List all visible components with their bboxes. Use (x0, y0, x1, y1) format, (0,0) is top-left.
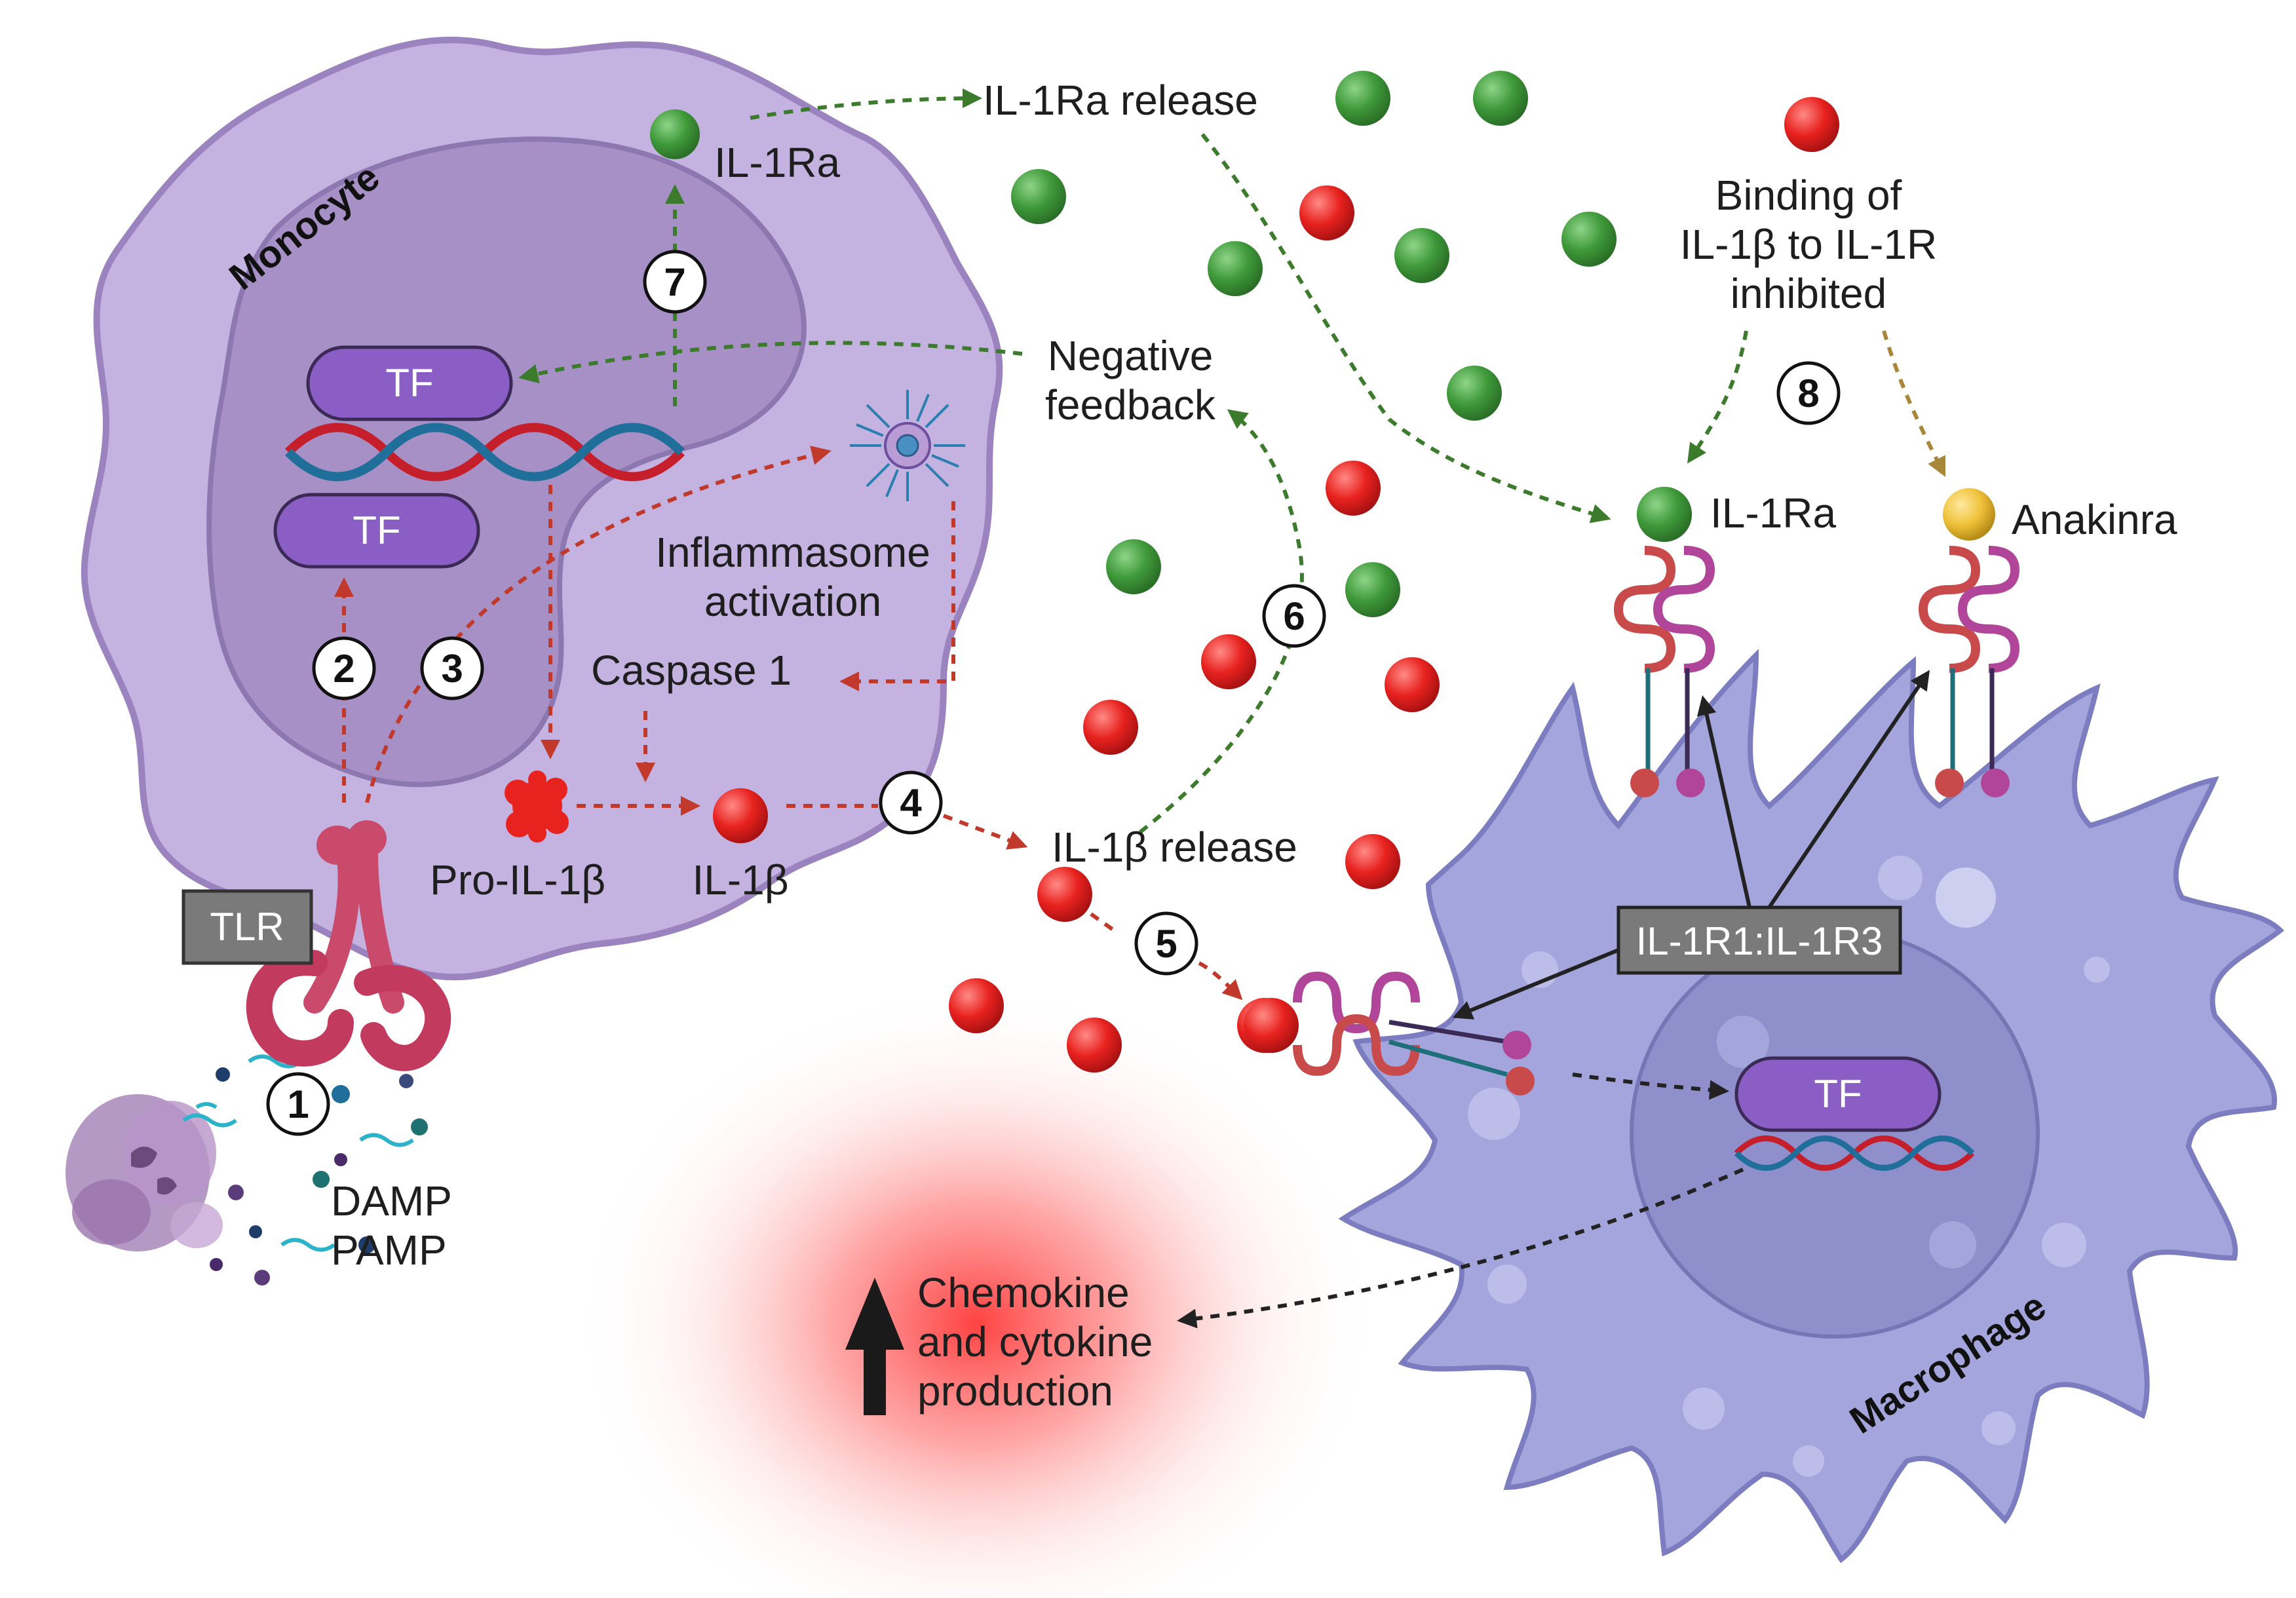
il1ra-release-label: IL-1Ra release (983, 77, 1258, 124)
receptor-il1b-bound-icon (1244, 971, 1535, 1095)
binding-label-3: inhibited (1731, 270, 1886, 317)
arrow-step8-gold (1882, 330, 1946, 478)
inflammasome-icon (850, 390, 965, 501)
step-marker-3: 3 (420, 636, 484, 700)
red-arrows (334, 446, 1238, 996)
inflammation-glow (570, 983, 1383, 1598)
arrow-negative-feedback (518, 341, 1023, 384)
receptor-il1ra-bound-icon (1613, 487, 1715, 797)
tlr-receptor-icon (246, 820, 451, 1071)
il1b-release-label: IL-1β release (1052, 824, 1297, 871)
chemokine-label-3: production (917, 1367, 1113, 1415)
binding-label-2: IL-1β to IL-1R (1680, 221, 1938, 268)
tf-label-lower: TF (353, 508, 400, 552)
anakinra-label: Anakinra (2012, 496, 2177, 543)
receptor-anakinra-bound-icon (1918, 488, 2020, 797)
svg-text:5: 5 (1155, 922, 1177, 966)
svg-text:2: 2 (333, 647, 354, 691)
arrow-inflammasome-caspase (839, 501, 955, 691)
tlr-label: TLR (210, 905, 284, 949)
svg-text:3: 3 (441, 647, 463, 691)
arrow-complex-up1 (1696, 695, 1751, 908)
black-dashed-arrows (1177, 1073, 1744, 1329)
pathogen-debris-icon (66, 1094, 223, 1251)
negative-feedback-label-1: Negative (1048, 332, 1214, 379)
macrophage-nucleus (1630, 928, 2040, 1339)
chemokine-label-1: Chemokine (917, 1269, 1130, 1316)
bound-il1b-particle (1244, 998, 1299, 1053)
tlr-label-box (182, 889, 313, 965)
svg-text:7: 7 (664, 260, 685, 304)
svg-text:1: 1 (287, 1082, 309, 1126)
receptor-complex-box (1617, 905, 1902, 975)
arrow-tf-to-production (1177, 1168, 1744, 1329)
il1b-particles (713, 97, 1839, 1073)
dna-helix-macrophage-icon (1734, 1135, 1975, 1171)
pro-il1b-cluster-icon (505, 770, 569, 843)
dna-helix-icon (285, 423, 685, 482)
receptor-complex-label: IL-1R1:IL-1R3 (1636, 919, 1883, 963)
binding-label-1: Binding of (1715, 172, 1902, 219)
damp-label: DAMP (331, 1177, 452, 1225)
svg-text:6: 6 (1283, 594, 1305, 638)
tf-label-macrophage: TF (1814, 1072, 1862, 1116)
arrow-step3 (365, 446, 832, 803)
chemokine-label-2: and cytokine (917, 1318, 1153, 1365)
black-arrows (1452, 670, 1930, 1019)
svg-text:4: 4 (900, 781, 922, 825)
arrow-step4 (942, 814, 1028, 850)
pamp-label: PAMP (331, 1227, 447, 1274)
bound-il1ra-particle (1637, 487, 1692, 542)
step-marker-5: 5 (1134, 911, 1198, 976)
arrow-step8-green (1687, 330, 1748, 464)
step-marker-4: 4 (879, 770, 943, 835)
step-marker-1: 1 (266, 1072, 330, 1136)
step-marker-2: 2 (312, 636, 376, 700)
arrow-complex-up2 (1767, 670, 1930, 909)
il1ra-receptor-label: IL-1Ra (1710, 489, 1837, 537)
step-marker-8: 8 (1776, 361, 1841, 425)
arrow-step6 (1139, 409, 1304, 834)
inflammasome-label-1: Inflammasome (655, 529, 930, 576)
step-marker-6: 6 (1262, 584, 1326, 648)
arrow-release-to-receptor (1200, 133, 1611, 523)
anakinra-particle (1943, 488, 1995, 541)
il1ra-inner-label: IL-1Ra (714, 139, 841, 186)
inflammasome-label-2: activation (704, 578, 881, 625)
up-arrow-icon (845, 1278, 904, 1415)
tf-label-upper: TF (385, 361, 433, 405)
arrow-complex-left (1452, 948, 1620, 1019)
arrow-receptor-to-tf (1572, 1073, 1729, 1100)
tf-box-macrophage (1734, 1056, 1942, 1132)
pro-il1b-label: Pro-IL-1β (430, 856, 605, 904)
step-markers: 1 2 3 4 5 6 7 8 (266, 250, 1841, 1136)
svg-text:8: 8 (1797, 371, 1819, 415)
caspase1-label: Caspase 1 (591, 647, 792, 694)
tf-box-lower (273, 493, 480, 569)
step-marker-7: 7 (643, 250, 707, 314)
negative-feedback-label-2: feedback (1045, 381, 1216, 428)
tf-box-upper (306, 345, 513, 421)
arrow-step5 (1090, 912, 1238, 996)
il1b-label: IL-1β (692, 856, 788, 904)
